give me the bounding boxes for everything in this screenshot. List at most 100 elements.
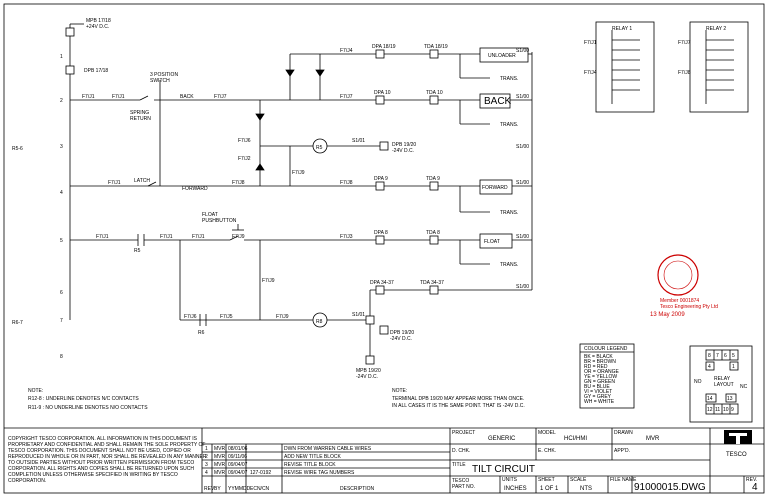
revision-cell-rev: 1 xyxy=(205,446,208,452)
units-value: INCHES xyxy=(504,486,527,492)
float-output: FLOAT xyxy=(484,239,500,245)
relay-pin-2: F7/J4 xyxy=(584,70,597,76)
drawing-title: TILT CIRCUIT xyxy=(472,464,535,475)
rev-header-date: YYMMDD xyxy=(228,486,251,492)
legend-item: GY = GREY xyxy=(584,394,612,400)
echk-label: E. CHK. xyxy=(538,448,556,454)
s1-00-b: S1/00 xyxy=(516,94,529,100)
wire-f7-1c: F7/J1 xyxy=(108,180,121,186)
revision-cell-desc: REVISE WIRE TAG NUMBERS xyxy=(284,470,355,476)
legend-item: RD = RED xyxy=(584,364,608,370)
back-output: BACK xyxy=(484,96,512,107)
legend-title: COLOUR LEGEND xyxy=(584,346,628,352)
rev-label: REV. xyxy=(746,477,757,483)
note2-line-2: IN ALL CASES IT IS THE SAME POINT. THAT … xyxy=(392,403,525,409)
dpa-9: DPA 9 xyxy=(374,176,388,182)
wire-f7-3: F7/J3 xyxy=(340,234,353,240)
scale-value: NTS xyxy=(580,486,592,492)
legend-item: BU = BLUE xyxy=(584,384,610,390)
project-label: PROJECT xyxy=(452,430,475,436)
relay-pin-top-1: 8 xyxy=(708,353,711,359)
copyright-line: CORPORATION. ALL RIGHTS AND COPIES SHALL… xyxy=(8,466,194,472)
units-label: UNITS xyxy=(502,477,518,483)
rung-2: 2 xyxy=(60,98,63,104)
dpa-8: DPA 8 xyxy=(374,230,388,236)
project-value: GENERIC xyxy=(488,436,516,442)
relay-pin-base-1: 12 xyxy=(707,407,713,413)
revision-cell-chk: 127-0192 xyxy=(250,470,271,476)
revision-cell-desc: REVISE TITLE BLOCK xyxy=(284,462,336,468)
rung-5: 5 xyxy=(60,238,63,244)
wire-f7-5: F7/J5 xyxy=(220,314,233,320)
note-line-2: R11-9 : NO UNDERLINE DENOTES N/O CONTACT… xyxy=(28,405,148,411)
dpb-1920-label-b: DPB 19/20-24V D.C. xyxy=(390,330,414,342)
trans-1: TRANS. xyxy=(500,76,518,82)
copyright-line: REPRODUCED IN WHOLE OR IN PART, NOR SHAL… xyxy=(8,454,207,460)
r5-coil-label: R5 xyxy=(316,145,323,151)
rung-4: 4 xyxy=(60,190,63,196)
legend-item: VI = VIOLET xyxy=(584,389,612,395)
dpa-1819: DPA 18/19 xyxy=(372,44,396,50)
legend-item: BR = BROWN xyxy=(584,359,616,365)
revision-cell-rev: 3 xyxy=(205,462,208,468)
s1-00-a: S1/00 xyxy=(516,48,529,54)
wire-f7-1d: F7/J1 xyxy=(96,234,109,240)
rung-1: 1 xyxy=(60,54,63,60)
rung-mark-r56: R5-6 xyxy=(12,146,23,152)
relay-diagram-1 xyxy=(595,21,655,113)
tda-1819: TDA 18/19 xyxy=(424,44,448,50)
revision-cell-date: 09/04/07 xyxy=(228,470,248,476)
relay-pin-top-2: 7 xyxy=(716,353,719,359)
sheet-value: 1 OF 1 xyxy=(540,486,559,492)
note-title: NOTE: xyxy=(28,388,43,394)
s1-00-d: S1/00 xyxy=(516,180,529,186)
model-label: MODEL xyxy=(538,430,556,436)
unloader-coil xyxy=(479,47,529,63)
forward-output: FORWARD xyxy=(482,185,508,191)
tesco-logo-icon xyxy=(724,430,752,444)
company-name: TESCO xyxy=(726,452,747,458)
trans-2: TRANS. xyxy=(500,122,518,128)
wire-f7-1e: F7/J1 xyxy=(160,234,173,240)
colour-legend-box xyxy=(579,343,635,409)
copyright-line: PROPRIETARY AND CONFIDENTIAL AND SHALL R… xyxy=(8,442,205,448)
trans-3: TRANS. xyxy=(500,210,518,216)
unloader-output: UNLOADER xyxy=(488,53,516,59)
revision-cell-date: 09/11/06 xyxy=(228,454,247,460)
relay-layout-no: NO xyxy=(694,379,702,385)
model-value: HCI/HMI xyxy=(564,436,587,442)
dchk-label: D. CHK. xyxy=(452,448,470,454)
s1-01-label: S1/01 xyxy=(352,138,365,144)
r5-label: R5 xyxy=(134,248,141,254)
rung-8: 8 xyxy=(60,354,63,360)
v24-label: +24V D.C. xyxy=(86,24,109,30)
revision-cell-desc: ADD NEW TITLE BLOCK xyxy=(284,454,342,460)
copyright-line: COPYRIGHT TESCO CORPORATION. ALL INFORMA… xyxy=(8,436,198,442)
wire-f7-6: F7/J6 xyxy=(184,314,197,320)
relay-layout-nc: NC xyxy=(740,384,748,390)
scale-label: SCALE xyxy=(570,477,587,483)
dpb-label: DPB 17/18 xyxy=(84,68,108,74)
wire-f7-9c: F7/J9 xyxy=(276,314,289,320)
relay-pin-bottom-2: 13 xyxy=(727,396,733,402)
rung-7: 7 xyxy=(60,318,63,324)
rung-mark-r67: R6-7 xyxy=(12,320,23,326)
wire-f7-1b: F7/J1 xyxy=(112,94,125,100)
note2-title: NOTE: xyxy=(392,388,407,394)
wire-f7-7: F7/J7 xyxy=(214,94,227,100)
rev-header-desc: DESCRIPTION xyxy=(340,486,375,492)
relay-layout-box xyxy=(689,345,753,423)
float-coil xyxy=(479,233,513,249)
revision-cell-date: 08/01/06 xyxy=(228,446,248,452)
forward-coil xyxy=(479,179,513,195)
tda-3437: TDA 34-37 xyxy=(420,280,444,286)
legend-item: GN = GREEN xyxy=(584,379,615,385)
r8-label: R8 xyxy=(316,319,323,325)
s1-00-f: S1/00 xyxy=(516,284,529,290)
relay-diagram-2 xyxy=(689,21,749,113)
